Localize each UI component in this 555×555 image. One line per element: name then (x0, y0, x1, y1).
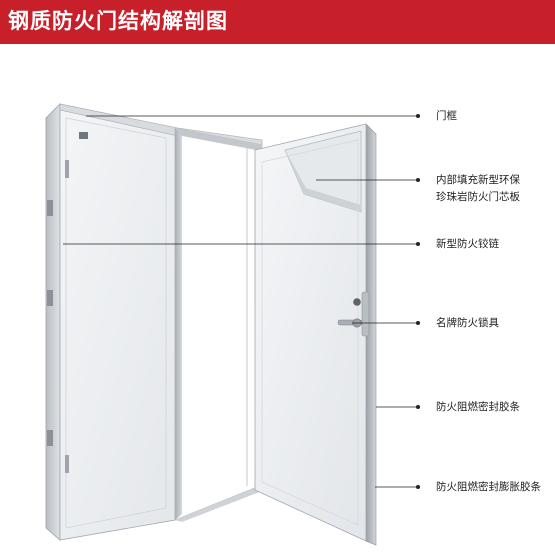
callout-hinge-label: 新型防火铰链 (436, 238, 499, 250)
door-opening (174, 127, 263, 522)
callout-lock-label: 名牌防火锁具 (436, 317, 499, 329)
page-title: 钢质防火门结构解剖图 (8, 9, 228, 33)
callout-core-label-1: 内部填充新型环保 (436, 174, 520, 186)
door-frame (45, 103, 263, 541)
door-leaf (254, 123, 377, 546)
callout-hinge: 新型防火铰链 (436, 236, 499, 253)
callout-leaders (63, 114, 420, 489)
callout-seal: 防火阻燃密封胶条 (436, 399, 520, 416)
callout-intumescent-seal-label: 防火阻燃密封膨胀胶条 (436, 481, 541, 493)
callout-lock: 名牌防火锁具 (436, 315, 499, 332)
callout-core-label-2: 珍珠岩防火门芯板 (436, 191, 520, 203)
callout-frame-label: 门框 (436, 110, 457, 122)
callout-intumescent-seal: 防火阻燃密封膨胀胶条 (436, 479, 541, 496)
callout-frame: 门框 (436, 108, 457, 125)
header-bar: 钢质防火门结构解剖图 (0, 0, 555, 44)
callout-seal-label: 防火阻燃密封胶条 (436, 401, 520, 413)
callout-core: 内部填充新型环保 珍珠岩防火门芯板 (436, 172, 520, 206)
